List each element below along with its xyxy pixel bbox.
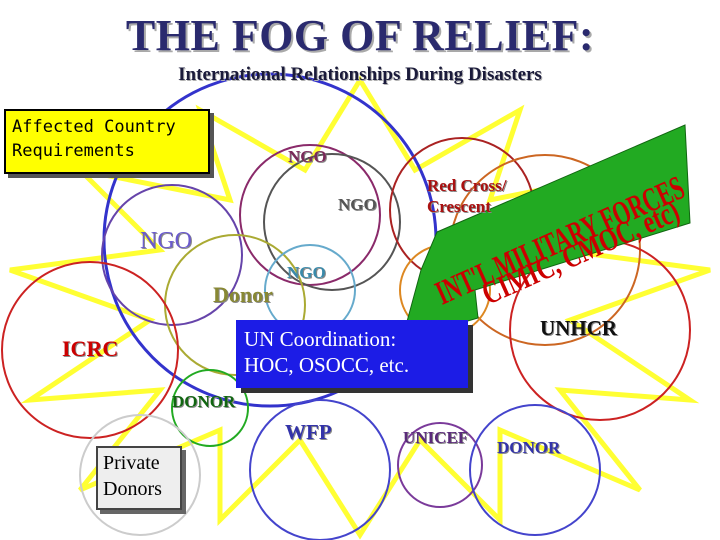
donor-label: Donor xyxy=(213,282,273,307)
private-donors-line2: Donors xyxy=(103,478,162,500)
page-subtitle: International Relationships During Disas… xyxy=(178,64,542,85)
circle-ngo-middle xyxy=(263,153,401,291)
icrc-label: ICRC xyxy=(62,336,119,361)
circle-ngo-top xyxy=(239,144,381,286)
donor-label-lower: DONOR xyxy=(172,392,236,411)
circle-donor-lower xyxy=(171,369,249,447)
circle-wfp xyxy=(249,399,391,540)
circle-icrc xyxy=(1,261,179,439)
ngo-label-top: NGO xyxy=(288,147,327,166)
unhcr-label: UNHCR xyxy=(540,316,617,340)
ngo-label-middle: NGO xyxy=(338,195,377,214)
ngo-label-lower: NGO xyxy=(287,263,326,282)
circle-private-donors xyxy=(79,414,201,536)
wfp-label: WFP xyxy=(285,420,332,444)
red-cross-label: Red Cross/ Crescent xyxy=(427,176,507,216)
page-title: THE FOG OF RELIEF: xyxy=(125,11,595,60)
ngo-label-left: NGO xyxy=(140,228,192,254)
circle-donor-right xyxy=(469,404,601,536)
un-coordination-box: UN Coordination: HOC, OSOCC, etc. xyxy=(236,320,468,388)
affected-country-box: Affected Country Requirements xyxy=(4,109,210,174)
military-arrow xyxy=(401,124,691,341)
circle-ngo-left xyxy=(101,184,243,326)
unicef-label: UNICEF xyxy=(403,428,469,447)
private-donors-box: Private Donors xyxy=(96,446,182,510)
donor-label-right: DONOR xyxy=(497,438,561,457)
circle-unicef xyxy=(397,422,483,508)
private-donors-line1: Private xyxy=(103,452,160,474)
